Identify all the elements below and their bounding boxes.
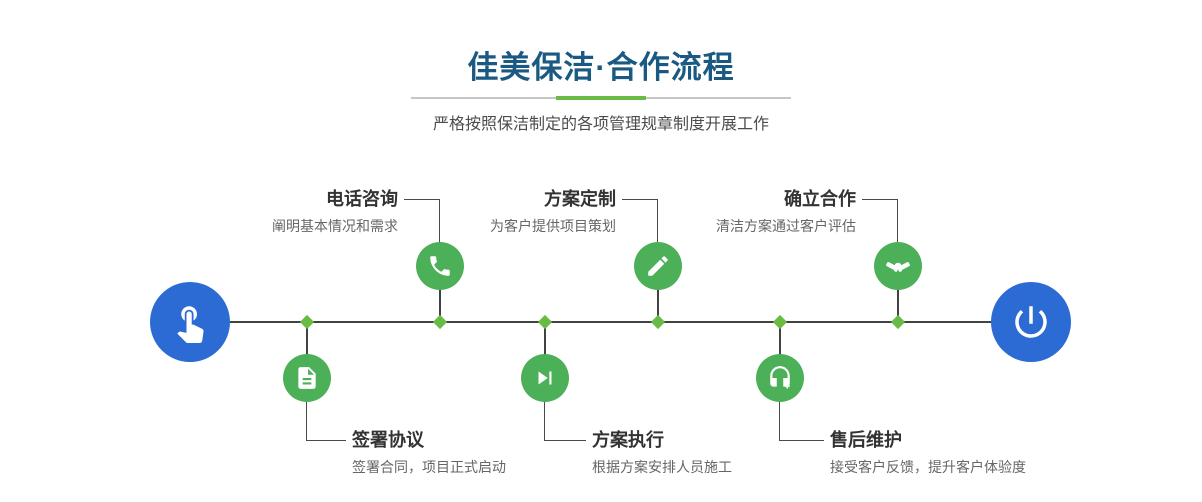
step-desc: 阐明基本情况和需求 [272, 218, 398, 234]
timeline-diamond [650, 314, 666, 330]
leader-line [897, 199, 898, 243]
play-icon [538, 371, 552, 385]
timeline-diamond [299, 314, 315, 330]
timeline-diamond [890, 314, 906, 330]
timeline-end-node [991, 282, 1071, 362]
leader-line [439, 199, 440, 243]
leader-line [404, 199, 440, 200]
leader-line [306, 440, 346, 441]
step-desc: 签署合同，项目正式启动 [352, 459, 506, 475]
step-node-contract [283, 354, 331, 402]
connector-line [306, 322, 308, 378]
leader-line [779, 440, 824, 441]
leader-line [306, 402, 307, 440]
leader-line [779, 402, 780, 440]
step-label-contract: 签署协议 签署合同，项目正式启动 [352, 428, 652, 476]
divider-accent [556, 96, 646, 100]
connector-line [657, 266, 659, 322]
phone-icon [430, 256, 450, 276]
timeline-diamond [772, 314, 788, 330]
title-divider [411, 96, 791, 100]
step-desc: 为客户提供项目策划 [490, 218, 616, 234]
step-label-phone: 电话咨询 阐明基本情况和需求 [138, 187, 398, 235]
handshake-icon [886, 262, 910, 272]
design-pencil-icon [648, 256, 668, 276]
step-node-execute [521, 354, 569, 402]
contract-icon [298, 367, 316, 389]
step-node-aftersales [756, 354, 804, 402]
step-label-execute: 方案执行 根据方案安排人员施工 [592, 428, 892, 476]
leader-line [622, 199, 658, 200]
connector-line [439, 266, 441, 322]
step-title: 确立合作 [784, 189, 856, 209]
power-icon [1015, 306, 1047, 338]
step-title: 方案定制 [544, 189, 616, 209]
step-title: 电话咨询 [326, 189, 398, 209]
step-label-design: 方案定制 为客户提供项目策划 [356, 187, 616, 235]
headset-icon [770, 366, 790, 389]
connector-line [544, 322, 546, 378]
step-desc: 清洁方案通过客户评估 [716, 218, 856, 234]
connector-line [779, 322, 781, 378]
timeline-diamond [537, 314, 553, 330]
timeline-diamond [432, 314, 448, 330]
page-title: 佳美保洁·合作流程 [467, 50, 735, 85]
step-desc: 根据方案安排人员施工 [592, 459, 732, 475]
step-desc: 接受客户反馈，提升客户体验度 [830, 459, 1026, 475]
page-subtitle: 严格按照保洁制定的各项管理规章制度开展工作 [432, 116, 769, 133]
pointing-hand-icon [177, 306, 204, 343]
leader-line [544, 402, 545, 440]
step-label-aftersales: 售后维护 接受客户反馈，提升客户体验度 [830, 428, 1130, 476]
leader-line [862, 199, 898, 200]
leader-line [657, 199, 658, 243]
step-label-cooperation: 确立合作 清洁方案通过客户评估 [596, 187, 856, 235]
connector-line [897, 266, 899, 322]
step-title: 售后维护 [830, 430, 902, 450]
leader-line [544, 440, 586, 441]
timeline-start-node [150, 282, 230, 362]
timeline-line [190, 321, 1031, 323]
step-node-phone [416, 242, 464, 290]
step-title: 签署协议 [352, 430, 424, 450]
step-node-cooperation [874, 242, 922, 290]
step-title: 方案执行 [592, 430, 664, 450]
step-node-design [634, 242, 682, 290]
